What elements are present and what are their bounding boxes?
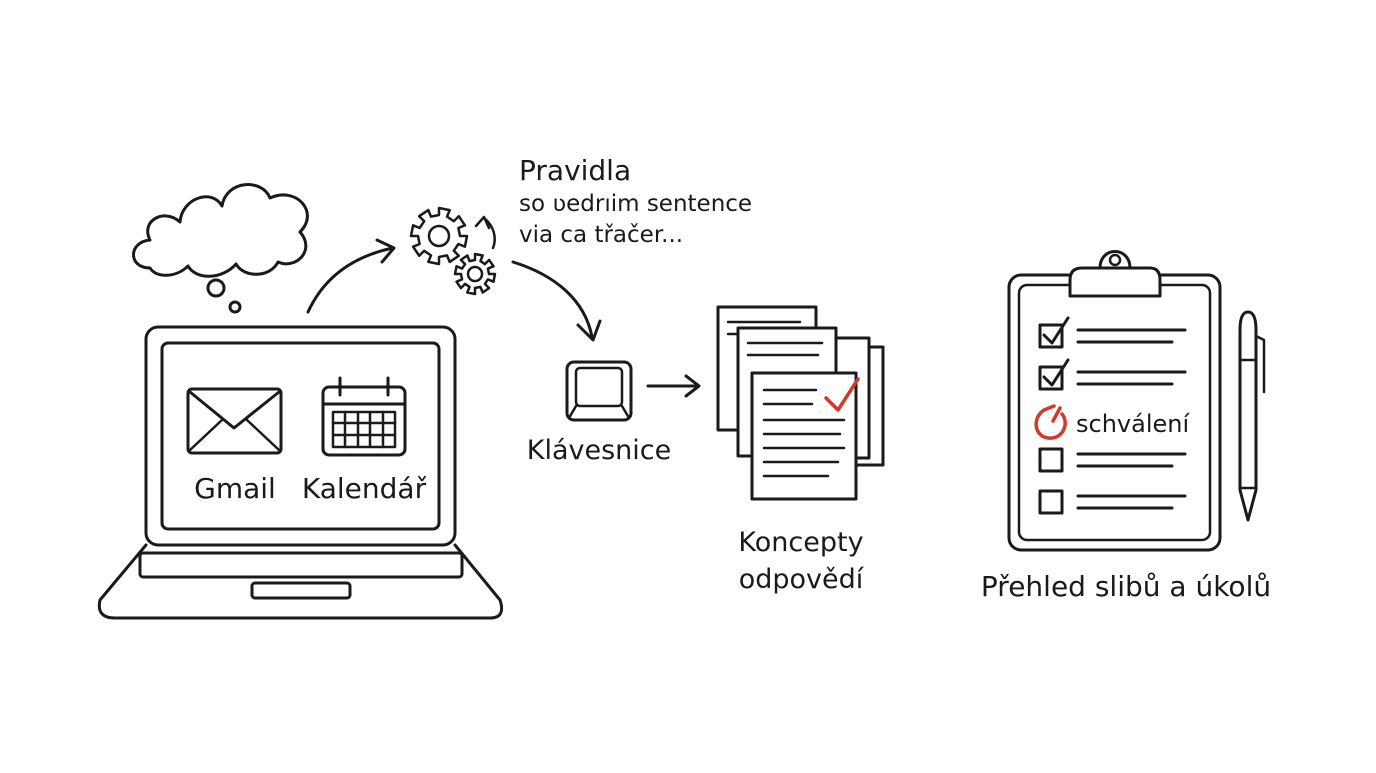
pen-icon [1238, 310, 1266, 522]
drafts-label-line-1: Koncepty [738, 527, 863, 558]
checklist-item-3: schválení [1034, 404, 1190, 440]
arrow-rules-to-keyboard [511, 260, 602, 342]
checklist-highlight-label: schválení [1076, 410, 1190, 438]
rules-title: Pravidla [519, 154, 631, 187]
laptop-icon [97, 325, 504, 620]
keyboard-label: Klávesnice [527, 435, 671, 466]
checklist-item-2 [1038, 358, 1187, 391]
calendar-icon [321, 376, 407, 457]
envelope-icon [186, 387, 283, 455]
documents-icon [716, 305, 885, 501]
checklist-item-5 [1038, 489, 1187, 515]
arrow-keyboard-to-drafts [646, 374, 701, 398]
pending-circle-icon [1034, 404, 1067, 440]
rules-line-1: so ʋedrıim sentence [519, 191, 752, 217]
draft-checkmark-icon [824, 377, 860, 412]
rules-line-2: via ca třačer... [519, 222, 683, 248]
drafts-label-line-2: odpovědí [739, 564, 865, 595]
thought-cloud-icon [132, 183, 309, 314]
checklist-label: Přehled slibů a úkolů [981, 570, 1271, 603]
clipboard-icon [1007, 250, 1222, 552]
key-icon [565, 360, 633, 422]
app-label-gmail: Gmail [194, 472, 276, 505]
checklist-item-1 [1038, 316, 1187, 349]
app-label-calendar: Kalendář [302, 472, 427, 505]
checklist-item-4 [1038, 447, 1187, 473]
gears-icon [409, 206, 497, 296]
arrow-laptop-to-rules [306, 238, 396, 314]
